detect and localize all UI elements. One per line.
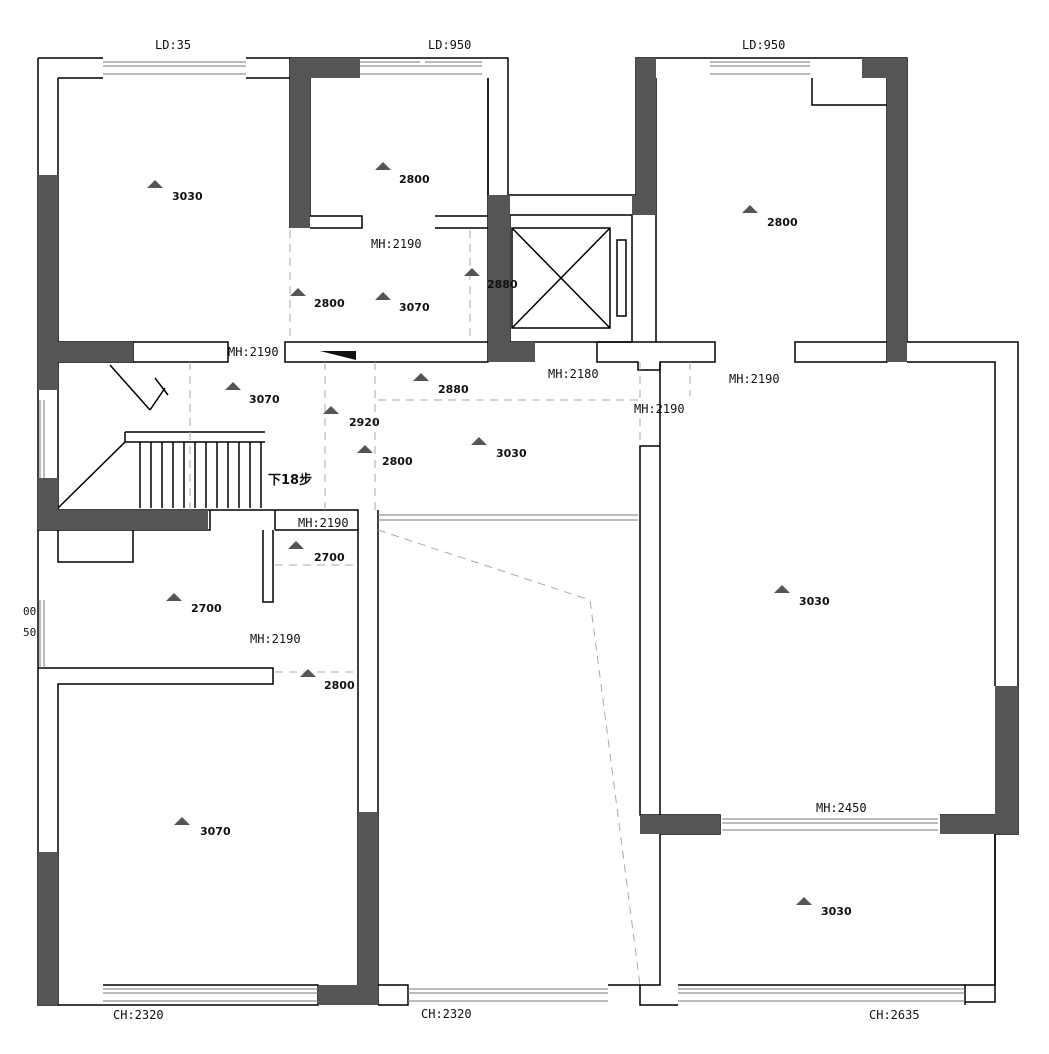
height-value: 3070 [200,825,231,838]
ch-label: CH:2320 [113,1008,164,1022]
mh-label: MH:2190 [634,402,685,416]
dashed-line [275,564,355,673]
window [678,988,965,1002]
height-value: 3070 [249,393,280,406]
ld-label: LD:950 [428,38,472,52]
column [58,342,133,362]
mh-label: MH:2180 [548,367,599,381]
height-value: 2800 [399,173,430,186]
mh-label: MH:2190 [371,237,422,251]
mh-label: MH:2190 [298,516,349,530]
ld-label: LD:950 [742,38,786,52]
height-value: 2920 [349,416,380,429]
column [290,58,310,228]
column [640,815,720,834]
column [632,195,656,215]
column [887,78,907,362]
ch-label: CH:2635 [869,1008,920,1022]
ch-label: CH:2320 [421,1007,472,1021]
height-value: 2700 [314,551,345,564]
stair [57,362,265,510]
window [408,988,608,1002]
height-value: 2800 [324,679,355,692]
wall-lower-right [639,834,996,1006]
column [510,342,535,362]
height-value: 2880 [487,278,518,291]
height-value: 3030 [821,905,852,918]
window [722,818,938,831]
window [710,61,810,75]
mh-label: MH:2450 [816,801,867,815]
height-value: 2880 [438,383,469,396]
column [995,686,1018,834]
height-value: 3030 [172,190,203,203]
mh-label: MH:2190 [729,372,780,386]
column [488,195,510,362]
height-value: 3030 [496,447,527,460]
window [103,988,318,1002]
height-value: 3070 [399,301,430,314]
dashed-line [289,230,641,986]
column [58,510,208,530]
column [38,175,58,390]
wall-marker [320,351,356,360]
height-value: 2800 [314,297,345,310]
height-value: 2800 [767,216,798,229]
ld-label: LD:35 [155,38,192,52]
column [310,58,360,78]
mh-label: MH:2190 [228,345,279,359]
edge-fragment: 00 [23,605,37,618]
column [636,58,656,215]
window [39,600,45,668]
height-value: 2800 [382,455,413,468]
height-value: 3030 [799,595,830,608]
column [358,812,378,1005]
height-value: 2700 [191,602,222,615]
column [38,478,58,530]
window [360,61,482,75]
window [378,514,638,521]
dashed-line [189,362,691,510]
column [862,58,907,78]
wall-corridor [284,341,489,363]
edge-fragment: 50 [23,626,37,639]
stair-label: 下18步 [268,473,313,488]
wall-mid-left [38,510,379,1005]
mh-label: MH:2190 [250,632,301,646]
column [38,852,58,1005]
window [103,61,246,75]
elevator [509,214,633,343]
window [39,400,45,478]
wall-bottom [103,984,965,1006]
